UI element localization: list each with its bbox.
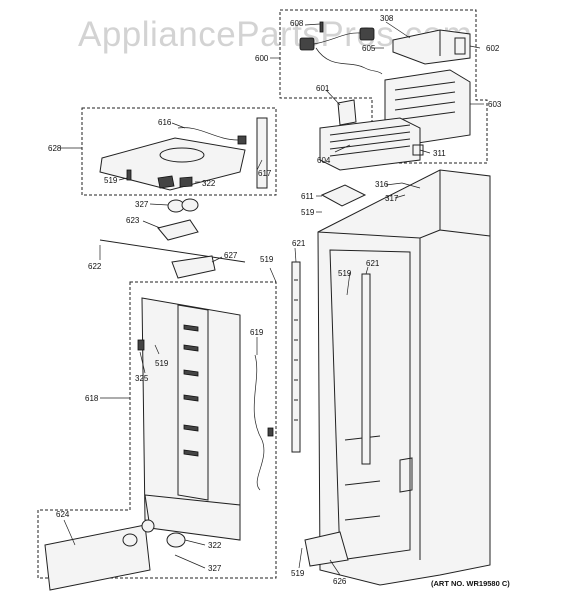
light-switch-part (157, 219, 199, 241)
control-panel-group (81, 107, 277, 196)
liner-part (317, 169, 491, 586)
callout-616: 616 (158, 118, 172, 127)
callout-519-bracket: 519 (301, 208, 315, 217)
callout-611: 611 (301, 192, 314, 201)
callout-626: 626 (333, 577, 347, 586)
callout-519-liner: 519 (338, 269, 352, 278)
callout-322-bottom: 322 (208, 541, 222, 550)
evaporator-assembly-box (279, 9, 488, 164)
light-shield-part (171, 255, 216, 279)
evaporator-assembly-group (279, 9, 488, 171)
callout-308: 308 (380, 14, 394, 23)
leader-lines (60, 21, 484, 576)
shelf-rail-part (291, 261, 301, 453)
callout-622: 622 (88, 262, 102, 271)
art-number: (ART NO. WR19580 C) (431, 579, 510, 588)
cover-part (304, 531, 349, 567)
callout-325: 325 (135, 374, 149, 383)
harness-part (256, 117, 268, 189)
callout-327-bottom: 327 (208, 564, 222, 573)
callout-322-control: 322 (202, 179, 216, 188)
callout-621-left: 621 (292, 239, 306, 248)
fan-motor-part (299, 37, 315, 51)
thermistor-part (319, 21, 324, 33)
trim-strip-part (99, 239, 246, 263)
callout-317: 317 (385, 194, 399, 203)
callout-617: 617 (258, 169, 272, 178)
light-components (99, 198, 246, 279)
callout-623: 623 (126, 216, 140, 225)
control-panel-box (81, 107, 277, 196)
callout-327-top: 327 (135, 200, 149, 209)
callout-602: 602 (486, 44, 500, 53)
callout-519-panel: 519 (155, 359, 169, 368)
callout-619: 619 (250, 328, 264, 337)
callout-605: 605 (362, 44, 376, 53)
callout-618: 618 (85, 394, 99, 403)
callout-labels: 308 608 605 602 600 601 603 604 311 316 … (48, 14, 502, 586)
callout-601: 601 (316, 84, 330, 93)
callout-621-right: 621 (366, 259, 380, 268)
callout-628: 628 (48, 144, 62, 153)
freezer-liner (291, 169, 491, 586)
control-housing-part (99, 137, 246, 191)
callout-519-control: 519 (104, 176, 118, 185)
callout-604: 604 (317, 156, 331, 165)
callout-600: 600 (255, 54, 269, 63)
rear-panel-group (37, 281, 349, 591)
callout-624: 624 (56, 510, 70, 519)
callout-603: 603 (488, 100, 502, 109)
callout-311: 311 (433, 149, 446, 158)
callout-519-rear: 519 (260, 255, 274, 264)
callout-519-bottom: 519 (291, 569, 305, 578)
callout-316: 316 (375, 180, 389, 189)
callout-608: 608 (290, 19, 304, 28)
callout-627: 627 (224, 251, 238, 260)
